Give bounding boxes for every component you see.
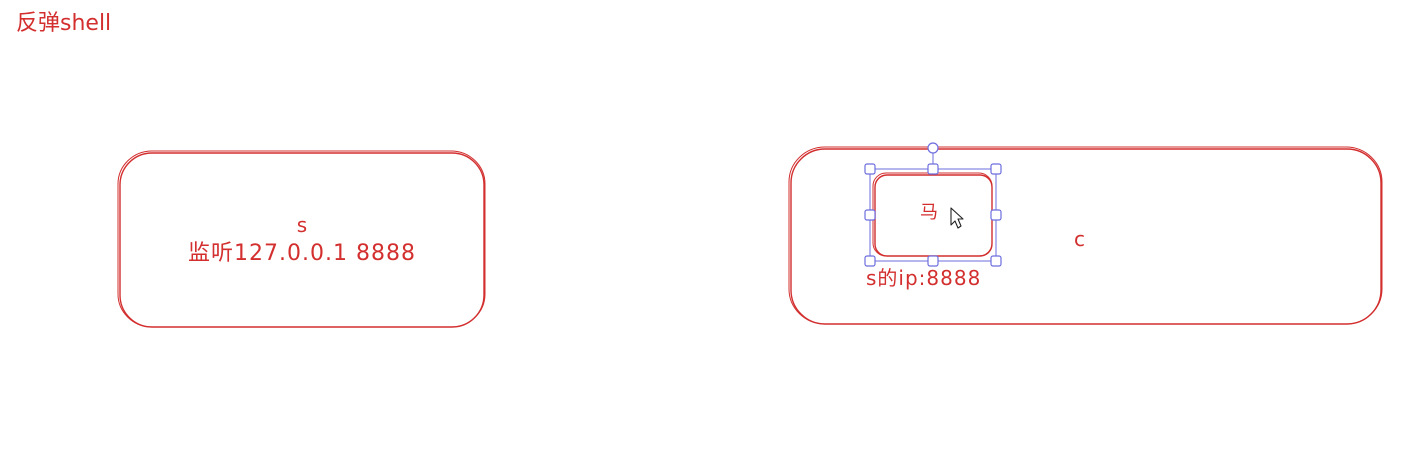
resize-handle-icon[interactable]	[990, 209, 1002, 221]
resize-handle-icon[interactable]	[864, 255, 876, 267]
resize-handle-icon[interactable]	[864, 209, 876, 221]
resize-handle-icon[interactable]	[990, 255, 1002, 267]
client-box[interactable]	[788, 146, 1383, 325]
rotate-handle-icon[interactable]	[927, 142, 939, 154]
client-label: c	[1074, 227, 1085, 251]
server-label: s	[296, 213, 308, 237]
resize-handle-icon[interactable]	[990, 163, 1002, 175]
page-title: 反弹shell	[16, 11, 112, 36]
server-listen-text: 监听127.0.0.1 8888	[188, 241, 416, 266]
resize-handle-icon[interactable]	[927, 163, 939, 175]
resize-handle-icon[interactable]	[927, 255, 939, 267]
mouse-pointer-icon	[950, 207, 964, 229]
server-box[interactable]	[117, 150, 486, 328]
inner-box-label: 马	[920, 202, 938, 223]
resize-handle-icon[interactable]	[864, 163, 876, 175]
target-address-text: s的ip:8888	[866, 266, 982, 290]
